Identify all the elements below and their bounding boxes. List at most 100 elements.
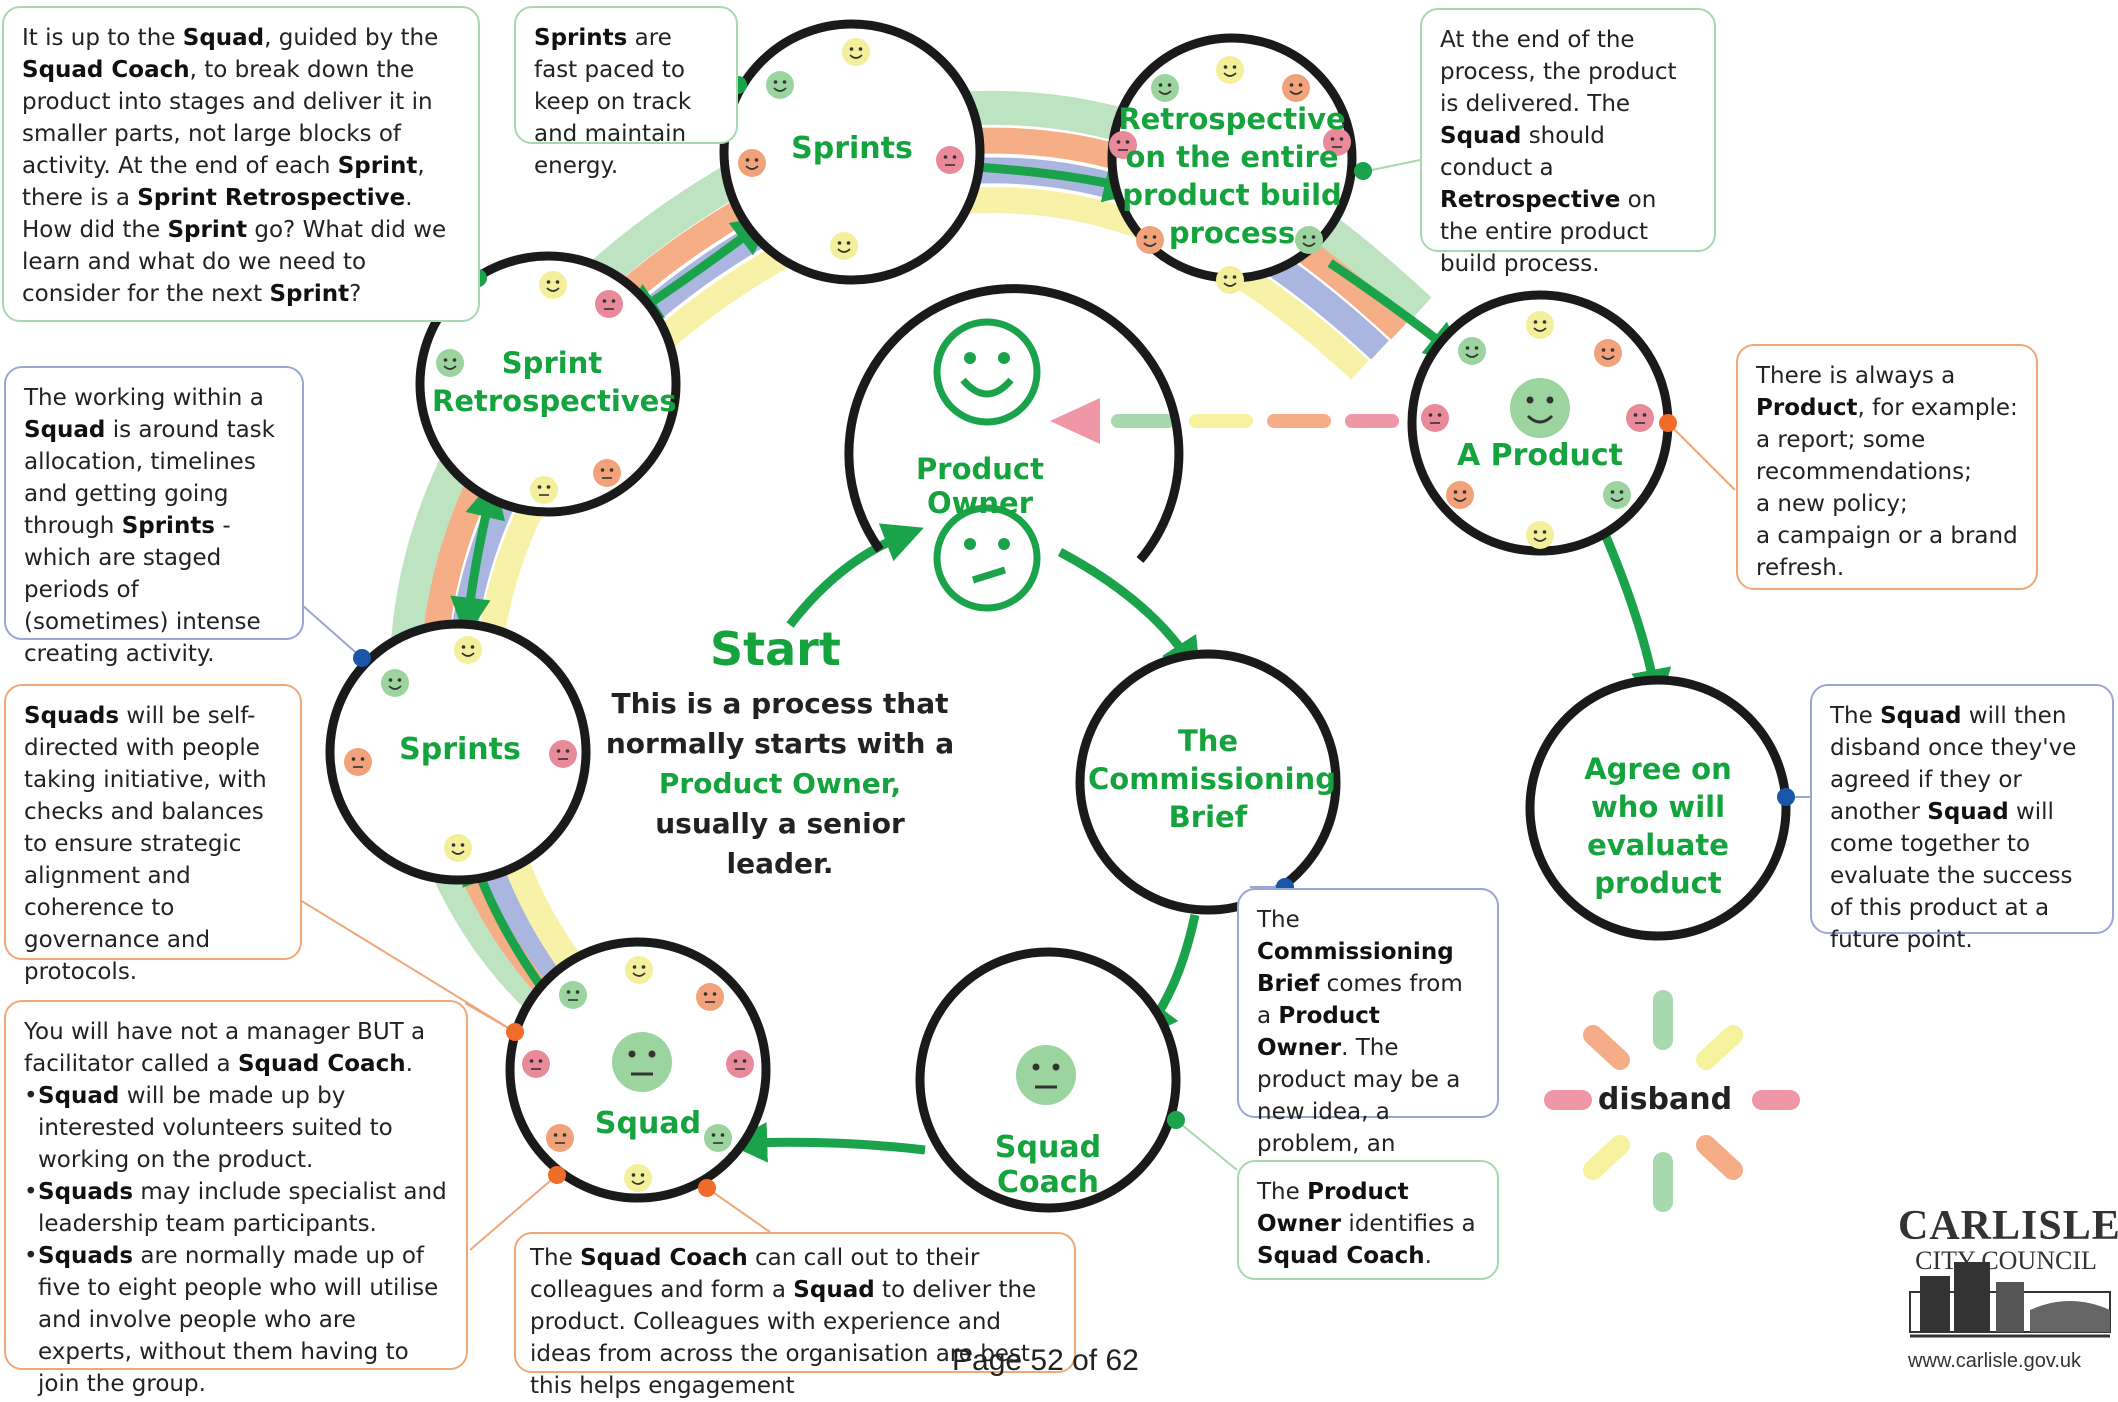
note-bold: Squad <box>1927 799 2009 825</box>
face-icon <box>1445 480 1475 510</box>
face-icon <box>1593 338 1623 368</box>
note-text: will be self-directed with people taking… <box>24 703 267 985</box>
note-end-process: At the end of the process, the product i… <box>1420 8 1716 277</box>
note-text: . <box>1424 1243 1432 1269</box>
commissioning-circle <box>1075 649 1341 915</box>
note-bold: Sprints <box>121 513 216 539</box>
note-product-owner: The Product Owner identifies a Squad Coa… <box>1237 1160 1499 1280</box>
page-number: Page 52 of 62 <box>952 1344 1139 1377</box>
list-item: Squads are normally made up of five to e… <box>24 1240 448 1400</box>
note-bold: Squad Coach <box>237 1051 406 1077</box>
agree-label: Agree on who will evaluate product <box>1530 750 1786 902</box>
sprints-top-label: Sprints <box>791 131 913 166</box>
start-line: normally starts with a <box>605 727 955 760</box>
note-text: The <box>1830 703 1881 729</box>
face-icon <box>558 980 588 1010</box>
note-bold: Product Owner <box>1257 1179 1409 1237</box>
note-text: - which are staged periods of (sometimes… <box>24 513 261 667</box>
start-arrow <box>786 523 924 628</box>
note-squad-breakdown: It is up to the Squad, guided by the Squ… <box>2 6 480 322</box>
squad-coach-label: Squad Coach <box>994 1130 1102 1200</box>
start-line: Product Owner, <box>658 767 902 800</box>
retro-entire-line: on the entire <box>1125 140 1339 174</box>
note-bold: Squad <box>1440 123 1522 149</box>
face-icon <box>624 955 654 985</box>
note-bold: Sprints <box>534 25 628 51</box>
face-icon <box>737 148 767 178</box>
face-icon <box>548 739 578 769</box>
note-facilitator: You will have not a manager BUT a facili… <box>4 1000 468 1397</box>
note-bold: Commissioning Brief <box>1257 939 1454 997</box>
note-text: The <box>1257 1179 1308 1205</box>
owner-thinking-face-icon <box>933 504 1041 612</box>
commissioning-label: The Commissioning Brief <box>1088 722 1336 836</box>
note-bold: Squad <box>793 1277 875 1303</box>
note-text: . <box>405 1051 413 1077</box>
note-text: At the end of the process, the product i… <box>1440 27 1677 117</box>
agree-line: product <box>1594 866 1722 900</box>
note-text: The <box>1257 907 1300 933</box>
note-line: recommendations; <box>1756 459 1972 485</box>
note-text: There is always a <box>1756 363 1956 389</box>
council-logo-building-icon <box>1909 1262 2111 1338</box>
note-text: , guided by the <box>264 25 439 51</box>
owner-happy-face-icon <box>933 318 1041 426</box>
arrow-owner-to-brief <box>1057 548 1201 680</box>
face-icon <box>935 145 965 175</box>
face-icon <box>1420 403 1450 433</box>
face-icon <box>765 70 795 100</box>
note-bold: Retrospective <box>1440 187 1621 213</box>
arrow-retro-sprints-link <box>450 477 506 639</box>
sprint-retros-circle <box>415 251 681 517</box>
sprint-retros-label: Sprint Retrospectives <box>432 344 677 420</box>
note-working-squad: The working within a Squad is around tas… <box>4 366 304 667</box>
start-title: Start <box>710 622 841 676</box>
note-text: will then disband once they've agreed if… <box>1830 703 2077 825</box>
logo-url[interactable]: www.carlisle.gov.uk <box>1908 1350 2082 1372</box>
council-logo: CARLISLE CITY COUNCIL <box>1898 1203 2118 1275</box>
note-text: comes from a <box>1257 971 1463 1029</box>
start-description: This is a process that normally starts w… <box>600 684 960 884</box>
face-icon <box>592 458 622 488</box>
note-bold: Squads <box>38 1243 134 1269</box>
retro-entire-line: process <box>1168 216 1296 250</box>
note-bold: Sprint Retrospective <box>137 185 406 211</box>
face-icon <box>545 1123 575 1153</box>
note-bold: Squad <box>182 25 265 51</box>
commissioning-line: Brief <box>1168 800 1248 834</box>
facilitator-list: Squad will be made up by interested volu… <box>24 1080 448 1400</box>
note-text: , for example: <box>1857 395 2018 421</box>
note-bold: Squad Coach <box>1257 1243 1425 1269</box>
note-text: identifies a <box>1341 1211 1476 1237</box>
note-text: , to break down the product into stages … <box>22 57 433 179</box>
arrow-coach-to-squad <box>726 1122 926 1163</box>
note-bold: Squad <box>38 1083 120 1109</box>
logo-line: CARLISLE <box>1898 1203 2118 1249</box>
note-self-directed: Squads will be self-directed with people… <box>4 684 302 985</box>
squad-label: Squad <box>594 1106 702 1141</box>
note-bold: Product <box>1756 395 1858 421</box>
face-icon <box>841 37 871 67</box>
note-text: will be made up by interested volunteers… <box>38 1083 393 1173</box>
retro-entire-line: product build <box>1122 178 1342 212</box>
note-bold: Squad <box>1880 703 1962 729</box>
note-text: The working within a <box>24 385 264 411</box>
note-text: should conduct a <box>1440 123 1605 181</box>
note-text: can call out to their colleagues and for… <box>530 1245 980 1303</box>
note-line: refresh. <box>1756 555 1845 581</box>
note-text: is around task allocation, timelines and… <box>24 417 275 539</box>
face-icon <box>529 475 559 505</box>
agree-circle <box>1525 675 1791 941</box>
agree-line: Agree on <box>1584 752 1732 786</box>
note-text: It is up to the <box>22 25 183 51</box>
product-big-face-icon <box>1510 378 1570 438</box>
face-icon <box>695 982 725 1012</box>
face-icon <box>725 1049 755 1079</box>
face-icon <box>623 1163 653 1193</box>
note-text: will come together to evaluate the succe… <box>1830 799 2073 953</box>
note-bold: Squad Coach <box>580 1245 748 1271</box>
note-disband: The Squad will then disband once they've… <box>1810 684 2114 953</box>
note-product-examples: There is always a Product, for example: … <box>1736 344 2038 590</box>
note-bold: Squad <box>24 417 106 443</box>
face-icon <box>1525 310 1555 340</box>
